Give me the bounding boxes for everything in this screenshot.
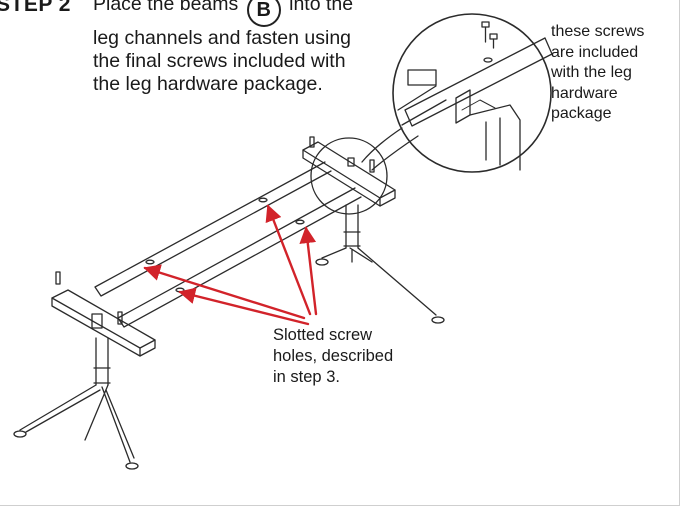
inset-pointer xyxy=(361,127,419,171)
inset-caption-line-2: are included xyxy=(551,43,639,61)
instruction-line-4: the leg hardware package. xyxy=(93,73,323,95)
callout-line-1: Slotted screw xyxy=(273,326,373,344)
slotted-holes-callout: Slotted screw holes, described in step 3… xyxy=(273,325,413,388)
arrow-to-back-beam-left xyxy=(143,264,306,320)
zoom-inset xyxy=(392,13,553,173)
step-instructions: Place the beams B into the leg channels … xyxy=(93,0,383,96)
inset-caption: these screws are included with the leg h… xyxy=(551,22,671,125)
arrow-to-front-beam-right xyxy=(299,226,318,316)
inset-caption-line-1: these screws xyxy=(551,23,645,40)
arrow-to-back-beam-right xyxy=(265,204,312,316)
part-b-badge: B xyxy=(246,0,281,27)
instruction-line-3: the final screws included with xyxy=(93,50,346,72)
instruction-line-1-end: into the xyxy=(289,0,354,15)
callout-arrows xyxy=(143,204,318,326)
left-leg-bracket xyxy=(51,271,156,357)
right-leg xyxy=(315,204,445,324)
inset-screw-1 xyxy=(481,21,490,43)
inset-screw-2 xyxy=(489,33,498,49)
callout-line-2: holes, described xyxy=(273,347,394,365)
instruction-line-1-start: Place the beams xyxy=(93,0,239,15)
beam-back xyxy=(94,161,332,297)
callout-line-3: in step 3. xyxy=(273,368,340,386)
left-leg xyxy=(13,337,139,470)
inset-caption-line-3: with the leg xyxy=(551,64,632,81)
arrow-to-front-beam-left xyxy=(178,287,310,326)
detail-circle xyxy=(310,137,388,215)
instruction-line-1: Place the beams B into the xyxy=(93,0,383,27)
step-title: STEP 2 xyxy=(0,0,71,16)
inset-caption-line-5: package xyxy=(551,105,612,122)
inset-caption-line-4: hardware xyxy=(551,84,618,102)
right-leg-bracket xyxy=(302,136,396,207)
instruction-line-2: leg channels and fasten using xyxy=(93,27,352,49)
